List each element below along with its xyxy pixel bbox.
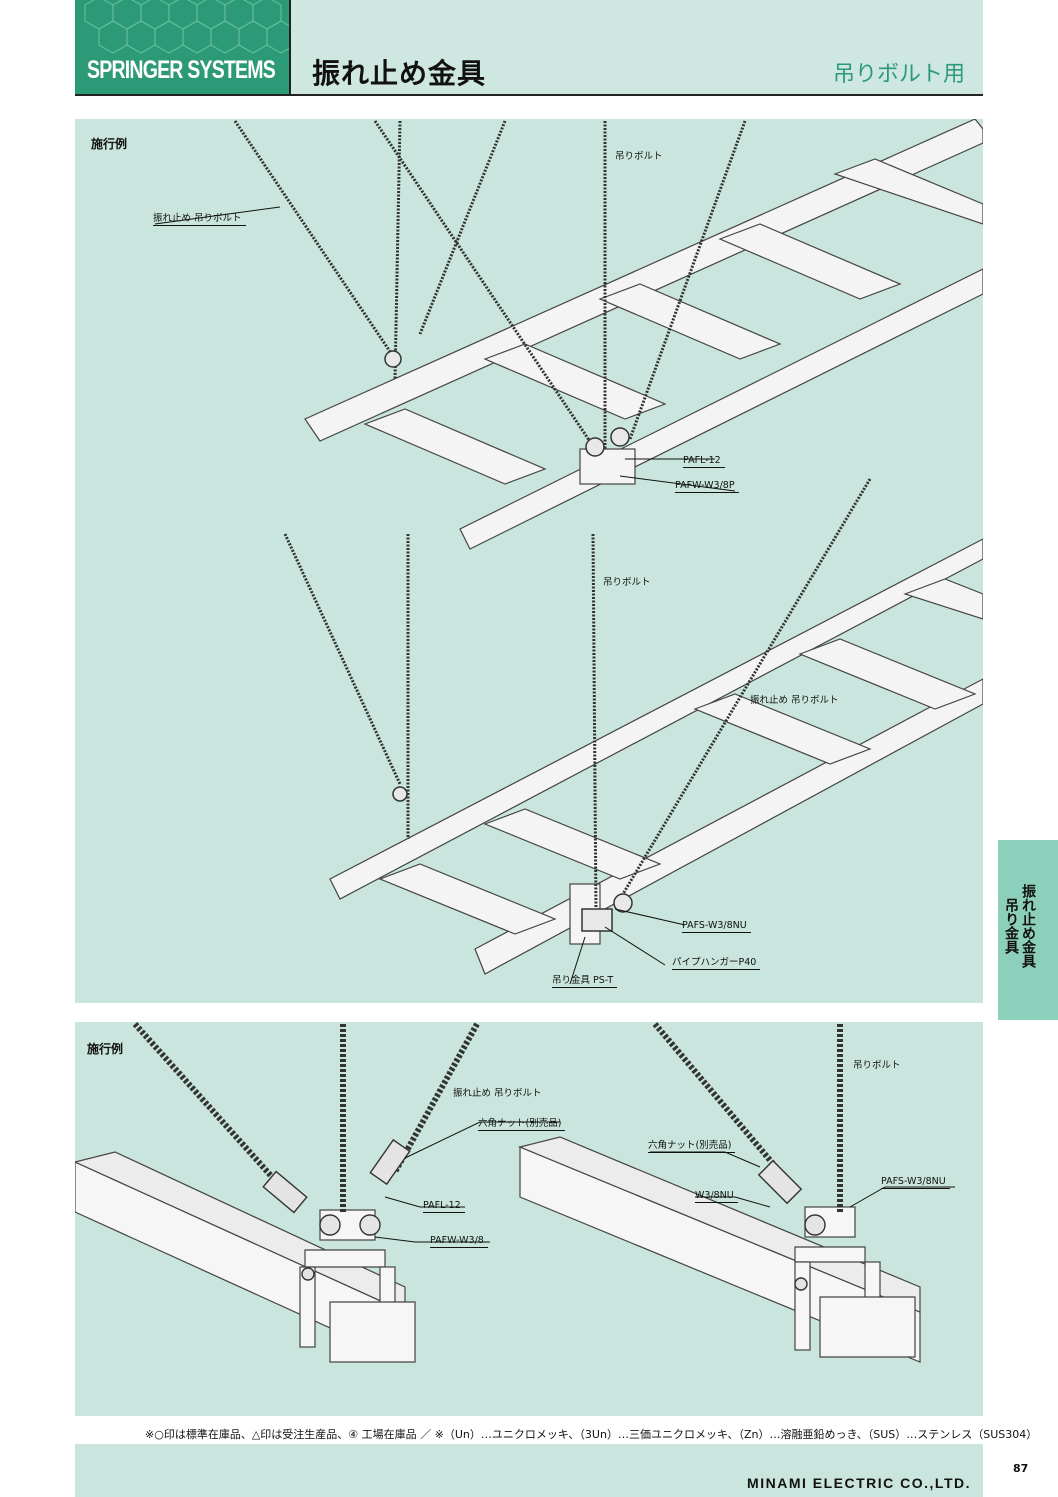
callout-pafl-12: PAFL-12 [423,1200,465,1213]
callout-sway-bolt: 振れ止め 吊りボルト [153,213,246,226]
page-footer: MINAMI ELECTRIC CO.,LTD. [75,1444,983,1497]
panel-label: 施行例 [91,137,128,151]
callout-hang-bolt-lower: 吊りボルト [603,577,651,588]
callout-w3-8nu: W3/8NU [695,1190,738,1203]
callout-hanger-fitting: 吊り金具 PS-T [552,975,618,988]
detail-illustration-bottom [75,1022,955,1363]
chapter-side-tab[interactable]: 振れ止め金具 吊り金具 [998,840,1058,1020]
callout-pafw-w3-8: PAFW-W3/8 [430,1235,488,1248]
page-number: 87 [1013,1462,1029,1475]
cable-ladder-illustration-top [154,119,983,985]
installation-example-panel-top: 施行例 振れ止め 吊りボルト 吊りボルト PAFL-12 PAFW-W3/8P … [75,119,983,1003]
side-tab-shape [998,840,1058,1020]
brand-name: SPRINGER SYSTEMS [87,56,276,84]
page-header: SPRINGER SYSTEMS 振れ止め金具 吊りボルト用 [75,0,983,96]
callout-sway-bolt-lower: 振れ止め 吊りボルト [750,695,839,706]
callout-hex-nut-right: 六角ナット(別売品) [648,1140,736,1153]
callout-hex-nut: 六角ナット(別売品) [478,1118,566,1131]
side-tab-label-2: 吊り金具 [1003,898,1019,954]
callout-pafw-w3-8p: PAFW-W3/8P [675,480,739,493]
page-subtitle: 吊りボルト用 [832,62,965,87]
callout-hang-bolt: 吊りボルト [853,1060,901,1071]
callout-pafs-w3-8nu: PAFS-W3/8NU [881,1176,950,1189]
company-name: MINAMI ELECTRIC CO.,LTD. [747,1475,971,1491]
callout-pipe-hanger: パイプハンガーP40 [672,957,761,970]
hexagon-pattern-icon [84,0,289,54]
brand-block: SPRINGER SYSTEMS [75,0,291,94]
page-title: 振れ止め金具 [312,57,487,90]
callout-pafl-12: PAFL-12 [683,455,725,468]
side-tab-label-1: 振れ止め金具 [1020,884,1036,968]
callout-pafs-w3-8nu: PAFS-W3/8NU [682,920,751,933]
callout-sway-bolt: 振れ止め 吊りボルト [453,1088,542,1099]
legend-footnote: ※○印は標準在庫品、△印は受注生産品、④ 工場在庫品 ／ ※（Un）…ユニクロメ… [145,1428,1038,1441]
panel-label: 施行例 [87,1042,124,1056]
callout-hang-bolt: 吊りボルト [615,151,663,162]
installation-example-panel-bottom: 施行例 振れ止め 吊りボルト 六角ナット(別売品) PAFL-12 PAFW-W… [75,1022,983,1416]
